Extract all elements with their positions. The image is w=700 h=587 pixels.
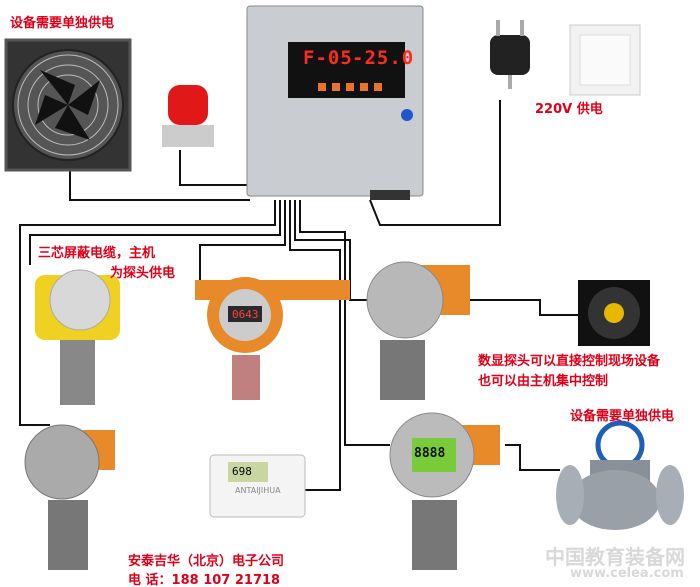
gas-detector-bottom-center: [389, 412, 500, 570]
wire-fan: [69, 170, 250, 201]
power-plug: [490, 20, 530, 89]
mini-controller-display: 698: [232, 465, 252, 478]
wire-yellow-detector-2: [29, 200, 281, 265]
company-name: 安泰吉华（北京）电子公司: [128, 554, 285, 569]
watermark-title: 中国教育装备网: [545, 545, 685, 569]
wire-yellow-detector: [19, 200, 276, 426]
wires: [19, 100, 580, 491]
yellow-gas-detector: [35, 269, 120, 405]
wire-right-detector: [294, 200, 380, 301]
wire-center-detector: [199, 200, 286, 290]
wire-power: [369, 100, 501, 226]
mini-controller: [209, 454, 306, 518]
power-220v-label: 220V 供电: [535, 102, 603, 117]
watermark-url: www.celea.com: [570, 566, 684, 581]
detector-display: 0643: [232, 308, 259, 321]
fan-power-label: 设备需要单独供电: [10, 16, 115, 31]
gas-detector-bottom-left: [24, 424, 115, 570]
digital-probe-note-line2: 也可以由主机集中控制: [478, 374, 609, 389]
cable-note-line1: 三芯屏蔽电缆，主机: [38, 246, 156, 261]
wire-bottom-detector: [299, 200, 390, 446]
wire-mini-controller: [289, 200, 341, 491]
digital-probe-note-line1: 数显探头可以直接控制现场设备: [478, 354, 661, 369]
wire-siren: [179, 150, 250, 186]
wire-valve: [505, 444, 560, 471]
valve-power-label: 设备需要单独供电: [570, 409, 675, 424]
alarm-siren: [162, 85, 214, 147]
company-phone: 电 话：188 107 21718: [128, 573, 281, 587]
digital-gas-detector: [366, 261, 470, 400]
small-fan: [578, 280, 650, 346]
wall-socket: [569, 24, 641, 96]
controller-display-right: -25.0: [352, 47, 415, 69]
mini-controller-brand: ANTAIJIHUA: [235, 486, 281, 495]
main-controller: [246, 5, 424, 200]
orange-gas-detector: [195, 277, 350, 400]
ball-valve: [556, 420, 684, 530]
controller-display-left: F-05: [303, 47, 353, 69]
exhaust-fan: [4, 38, 132, 172]
cable-note-line2: 为探头供电: [110, 266, 176, 281]
bottom-detector-display: 8888: [414, 446, 446, 461]
wire-small-fan: [470, 299, 580, 316]
